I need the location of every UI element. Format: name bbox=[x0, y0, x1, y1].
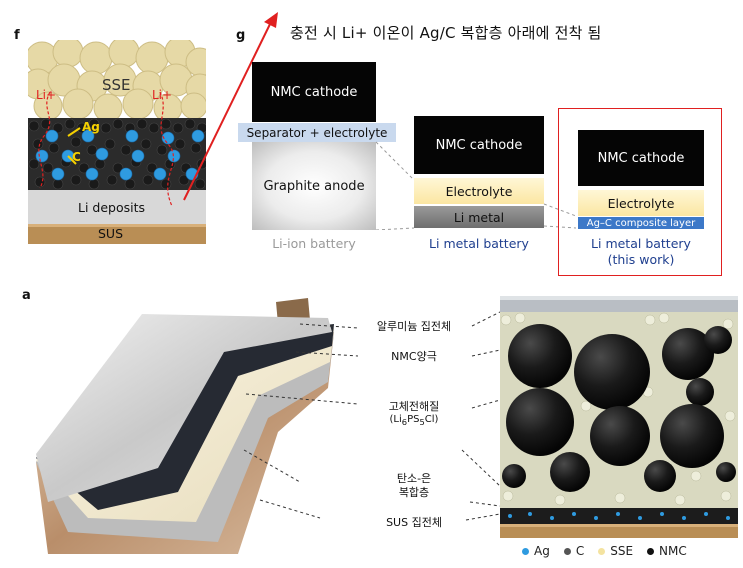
legend-label: SSE bbox=[610, 544, 634, 558]
label-carbon-silver-layer: 탄소-은 복합층 bbox=[396, 472, 432, 499]
sus-label: SUS bbox=[98, 226, 124, 241]
li-ion-path-left bbox=[38, 91, 51, 189]
sse-label: SSE bbox=[102, 76, 131, 94]
legend-swatch-sse bbox=[598, 547, 606, 555]
panel-f-letter: f bbox=[14, 28, 20, 43]
legend-label: NMC bbox=[659, 544, 687, 558]
legend-swatch-c bbox=[563, 547, 571, 555]
li-metal-electrolyte: Electrolyte bbox=[414, 178, 544, 204]
label-solid-electrolyte-formula: (Li6PS5Cl) bbox=[389, 413, 439, 427]
annotation-banner: 충전 시 Li+ 이온이 Ag/C 복합층 아래에 전착 됨 bbox=[290, 24, 602, 42]
c-label: C bbox=[72, 150, 81, 164]
panel-a-letter: a bbox=[22, 288, 31, 303]
this-work-caption-line2: (this work) bbox=[607, 252, 675, 267]
this-work-composite-layer: Ag–C composite layer bbox=[578, 217, 704, 229]
callout-lines bbox=[243, 311, 500, 521]
li-ion-cathode: NMC cathode bbox=[252, 62, 376, 122]
li-metal-cathode: NMC cathode bbox=[414, 116, 544, 174]
aluminum-collector-layer bbox=[36, 314, 332, 502]
label-aluminum-collector: 알루미늄 집전체 bbox=[376, 320, 452, 333]
legend-swatch-ag bbox=[522, 547, 529, 555]
li-plus-right-label: Li+ bbox=[152, 88, 173, 102]
li-ion-anode: Graphite anode bbox=[252, 142, 376, 230]
this-work-electrolyte: Electrolyte bbox=[578, 190, 704, 216]
carbon-particles bbox=[28, 118, 206, 190]
this-work-highlight bbox=[558, 108, 722, 276]
legend-item-sse: SSE bbox=[598, 544, 633, 558]
comparison-connectors bbox=[376, 141, 576, 230]
li-ion-separator: Separator + electrolyte bbox=[238, 123, 396, 142]
li-deposits-label: Li deposits bbox=[78, 200, 146, 215]
this-work-cathode: NMC cathode bbox=[578, 130, 704, 186]
li-metal-anode: Li metal bbox=[414, 206, 544, 228]
label-nmc-cathode: NMC양극 bbox=[391, 350, 437, 363]
ag-label: Ag bbox=[82, 120, 100, 134]
pointer-arrow bbox=[183, 12, 278, 201]
panel-f-schematic bbox=[28, 40, 206, 250]
legend-item-ag: Ag bbox=[522, 544, 550, 558]
legend-item-c: C bbox=[563, 544, 585, 558]
li-ion-path-right bbox=[159, 91, 174, 207]
cross-section-render bbox=[500, 296, 738, 538]
nmc-particles bbox=[502, 324, 736, 492]
sse-particles bbox=[28, 40, 206, 123]
legend-item-nmc: NMC bbox=[647, 544, 687, 558]
panel-g-letter: g bbox=[236, 28, 246, 43]
label-solid-electrolyte-name: 고체전해질 bbox=[388, 400, 440, 413]
legend-label: C bbox=[575, 544, 585, 558]
li-plus-left-label: Li+ bbox=[36, 88, 57, 102]
li-metal-caption: Li metal battery bbox=[429, 236, 529, 251]
pouch-cell-illustration bbox=[36, 298, 334, 554]
label-solid-electrolyte: 고체전해질 (Li6PS5Cl) bbox=[362, 400, 466, 427]
legend-swatch-nmc bbox=[647, 547, 655, 555]
legend-label: Ag bbox=[534, 544, 550, 558]
legend: Ag C SSE NMC bbox=[522, 544, 687, 558]
li-ion-caption: Li-ion battery bbox=[272, 236, 356, 251]
silver-particles bbox=[35, 129, 205, 181]
label-sus-collector: SUS 집전체 bbox=[386, 516, 442, 529]
this-work-caption-line1: Li metal battery bbox=[591, 236, 691, 251]
